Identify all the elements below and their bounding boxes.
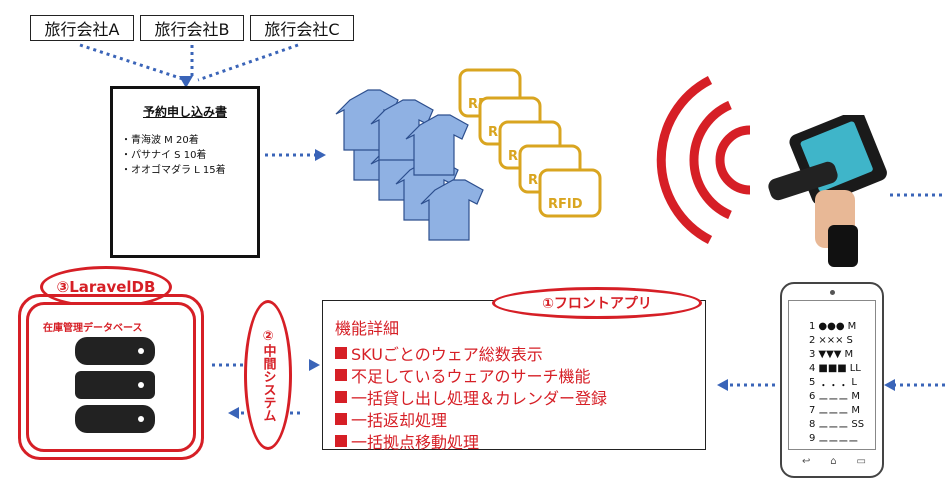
- feature-item: 一括貸し出し処理＆カレンダー登録: [335, 385, 607, 409]
- row-number: 2: [809, 335, 816, 346]
- form-list: ・青海波 M 20着 ・パサナイ S 10着 ・オオゴマダラ L 15着: [121, 133, 226, 178]
- back-icon[interactable]: ↩: [801, 456, 811, 467]
- arrow-agency-a: [79, 43, 187, 82]
- row-size: SS: [851, 419, 865, 430]
- row-marks: ーーー: [818, 395, 849, 406]
- row-number: 9: [809, 433, 816, 444]
- row-size: M: [851, 405, 861, 416]
- row-marks: ーーー: [818, 423, 849, 434]
- database-frame: [18, 294, 204, 460]
- database-panel: 在庫管理データベース: [26, 302, 196, 452]
- feature-item: SKUごとのウェア総数表示: [335, 341, 543, 365]
- row-size: L: [851, 377, 857, 388]
- size-row: 1●●●M: [809, 321, 856, 332]
- middle-system-badge: ②中間システム: [244, 300, 292, 450]
- handheld-scanner-icon: [768, 115, 887, 267]
- row-marks: ●●●: [818, 321, 845, 332]
- row-number: 4: [809, 363, 816, 374]
- agency-a: 旅行会社A: [30, 15, 134, 41]
- row-marks: ーーーー: [818, 437, 859, 448]
- form-title: 予約申し込み書: [142, 105, 227, 119]
- size-row: 3▼▼▼M: [809, 349, 853, 360]
- database-server-icon: [75, 337, 155, 433]
- features-title: 機能詳細: [335, 319, 400, 338]
- arrow-agency-c: [197, 43, 299, 82]
- row-marks: ーーー: [818, 409, 849, 420]
- size-row: 5・・・L: [809, 377, 857, 392]
- agency-c: 旅行会社C: [250, 15, 354, 41]
- database-label: 在庫管理データベース: [43, 323, 143, 334]
- row-marks: ▼▼▼: [818, 349, 842, 360]
- feature-item: 一括返却処理: [335, 407, 447, 431]
- phone-nav-bar: ↩ ⌂ ▭: [792, 456, 876, 467]
- middle-system-label: ②中間システム: [260, 328, 276, 422]
- row-size: M: [847, 321, 857, 332]
- form-line: ・パサナイ S 10着: [121, 150, 207, 161]
- rfid-tag-icon: RFIDRFIDRFIDRFIDRFID: [458, 68, 602, 218]
- camera-dot: [830, 290, 835, 295]
- front-app-label: ①フロントアプリ: [492, 287, 702, 319]
- row-size: LL: [849, 363, 861, 374]
- row-number: 3: [809, 349, 816, 360]
- row-size: M: [851, 391, 861, 402]
- rfid-label: RFID: [548, 197, 583, 212]
- row-number: 5: [809, 377, 816, 388]
- feature-item: 一括拠点移動処理: [335, 429, 479, 453]
- form-line: ・青海波 M 20着: [121, 135, 199, 146]
- reservation-form: 予約申し込み書 ・青海波 M 20着 ・パサナイ S 10着 ・オオゴマダラ L…: [110, 86, 260, 258]
- front-app-panel: 機能詳細 SKUごとのウェア総数表示 不足しているウェアのサーチ機能 一括貸し出…: [322, 300, 706, 453]
- row-number: 8: [809, 419, 816, 430]
- row-size: M: [844, 349, 854, 360]
- size-row: 2×××S: [809, 335, 853, 346]
- home-icon[interactable]: ⌂: [830, 456, 837, 467]
- recent-apps-icon[interactable]: ▭: [856, 456, 866, 467]
- aloha-shirt-icon: [335, 89, 484, 241]
- shirts-illustration: RFIDRFIDRFIDRFIDRFID: [335, 68, 602, 241]
- row-number: 1: [809, 321, 816, 332]
- form-line: ・オオゴマダラ L 15着: [121, 165, 226, 176]
- row-number: 6: [809, 391, 816, 402]
- row-size: S: [846, 335, 853, 346]
- rfid-signal-icon: [656, 76, 751, 244]
- row-marks: ・・・: [818, 381, 849, 392]
- row-marks: ■■■: [818, 363, 847, 374]
- row-marks: ×××: [818, 335, 844, 346]
- row-number: 7: [809, 405, 816, 416]
- size-row: 4■■■LL: [809, 363, 861, 374]
- feature-item: 不足しているウェアのサーチ機能: [335, 363, 591, 387]
- agency-b: 旅行会社B: [140, 15, 244, 41]
